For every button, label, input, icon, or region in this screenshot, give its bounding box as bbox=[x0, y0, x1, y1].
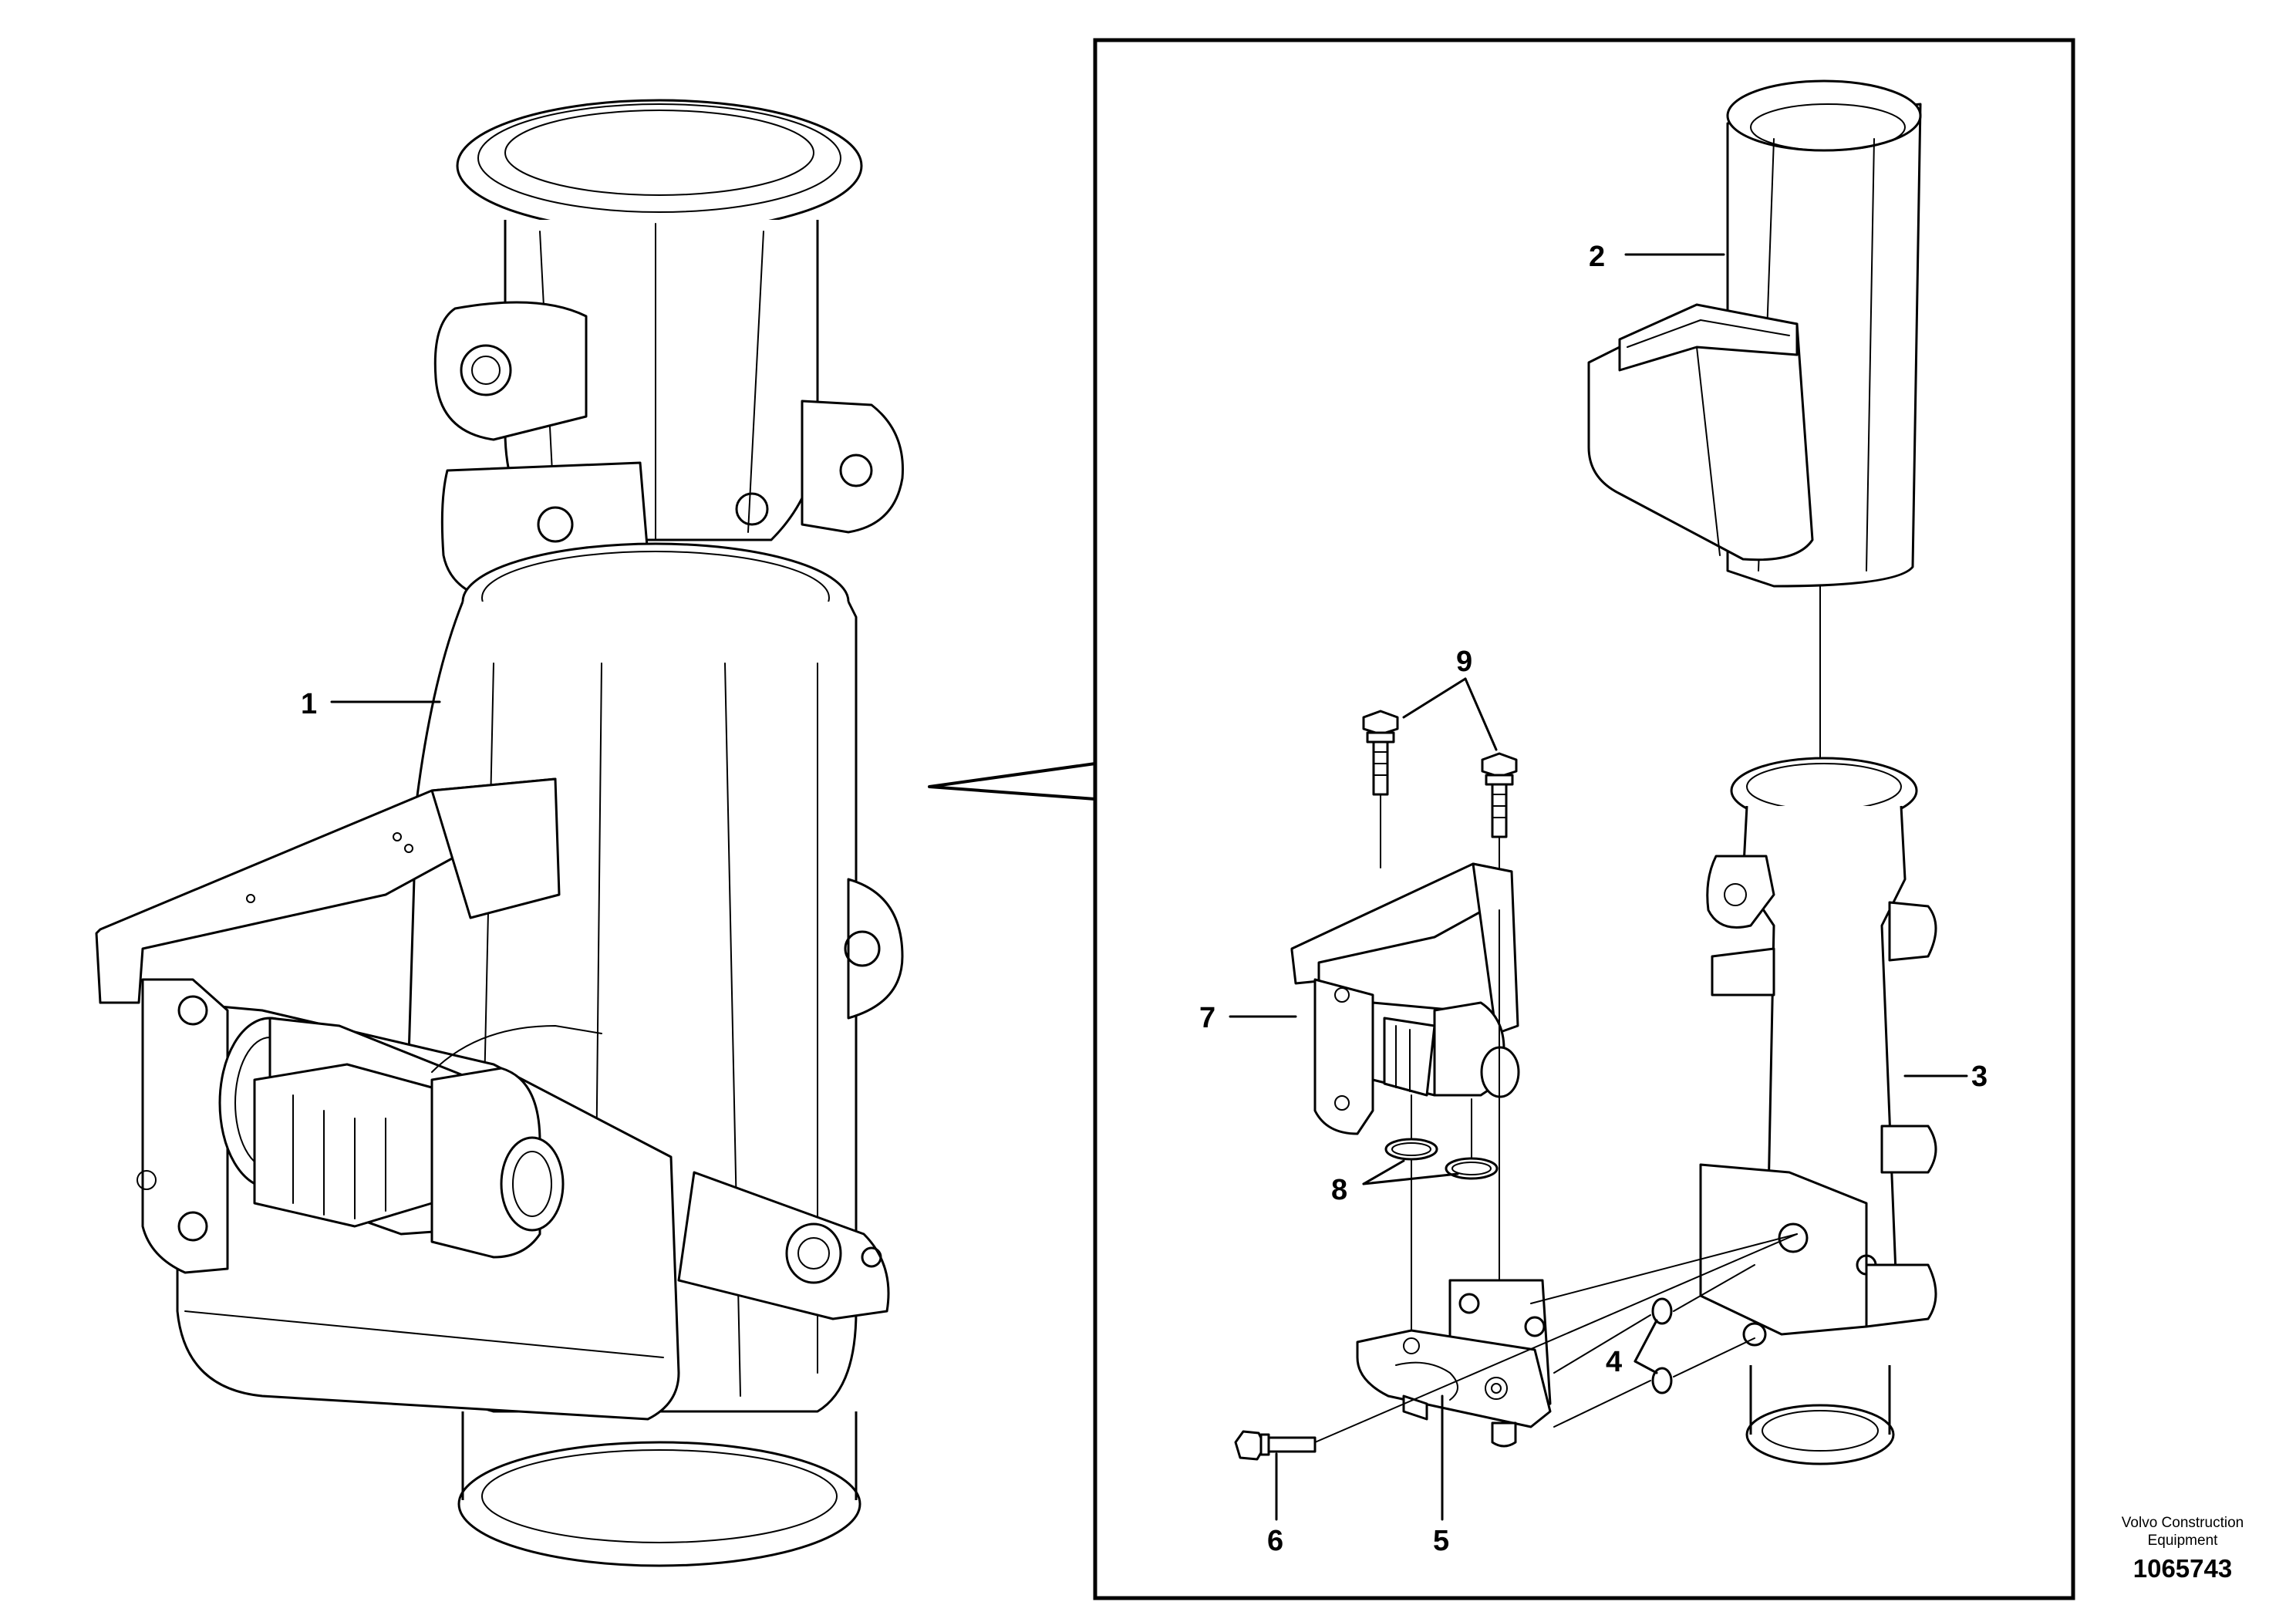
credit-line-1: Volvo Construction bbox=[2122, 1515, 2244, 1531]
sensor-small-illustration bbox=[1290, 862, 1520, 1135]
bolts-illustration bbox=[1362, 710, 1518, 838]
main-housing-illustration bbox=[95, 99, 904, 1567]
cover-illustration bbox=[1587, 79, 1922, 588]
callout-3: 3 bbox=[1971, 1061, 1988, 1093]
document-number: 1065743 bbox=[2133, 1554, 2232, 1583]
callout-5: 5 bbox=[1433, 1525, 1449, 1557]
callout-9: 9 bbox=[1456, 646, 1472, 678]
housing-small-illustration bbox=[1699, 757, 1937, 1465]
o-rings-illustration bbox=[1384, 1138, 1499, 1180]
callout-4: 4 bbox=[1606, 1346, 1622, 1378]
callout-7: 7 bbox=[1199, 1002, 1215, 1034]
callout-1: 1 bbox=[301, 688, 317, 720]
credit-line-2: Equipment bbox=[2148, 1533, 2219, 1549]
detail-frame bbox=[1093, 38, 2075, 1600]
mounting-plate-illustration bbox=[1356, 1279, 1552, 1448]
detail-pointer bbox=[928, 762, 1097, 801]
small-o-rings-illustration bbox=[1651, 1297, 1673, 1394]
horizontal-bolt-illustration bbox=[1234, 1430, 1317, 1461]
callout-2: 2 bbox=[1589, 241, 1605, 273]
callout-8: 8 bbox=[1331, 1174, 1347, 1206]
callout-6: 6 bbox=[1267, 1525, 1283, 1557]
